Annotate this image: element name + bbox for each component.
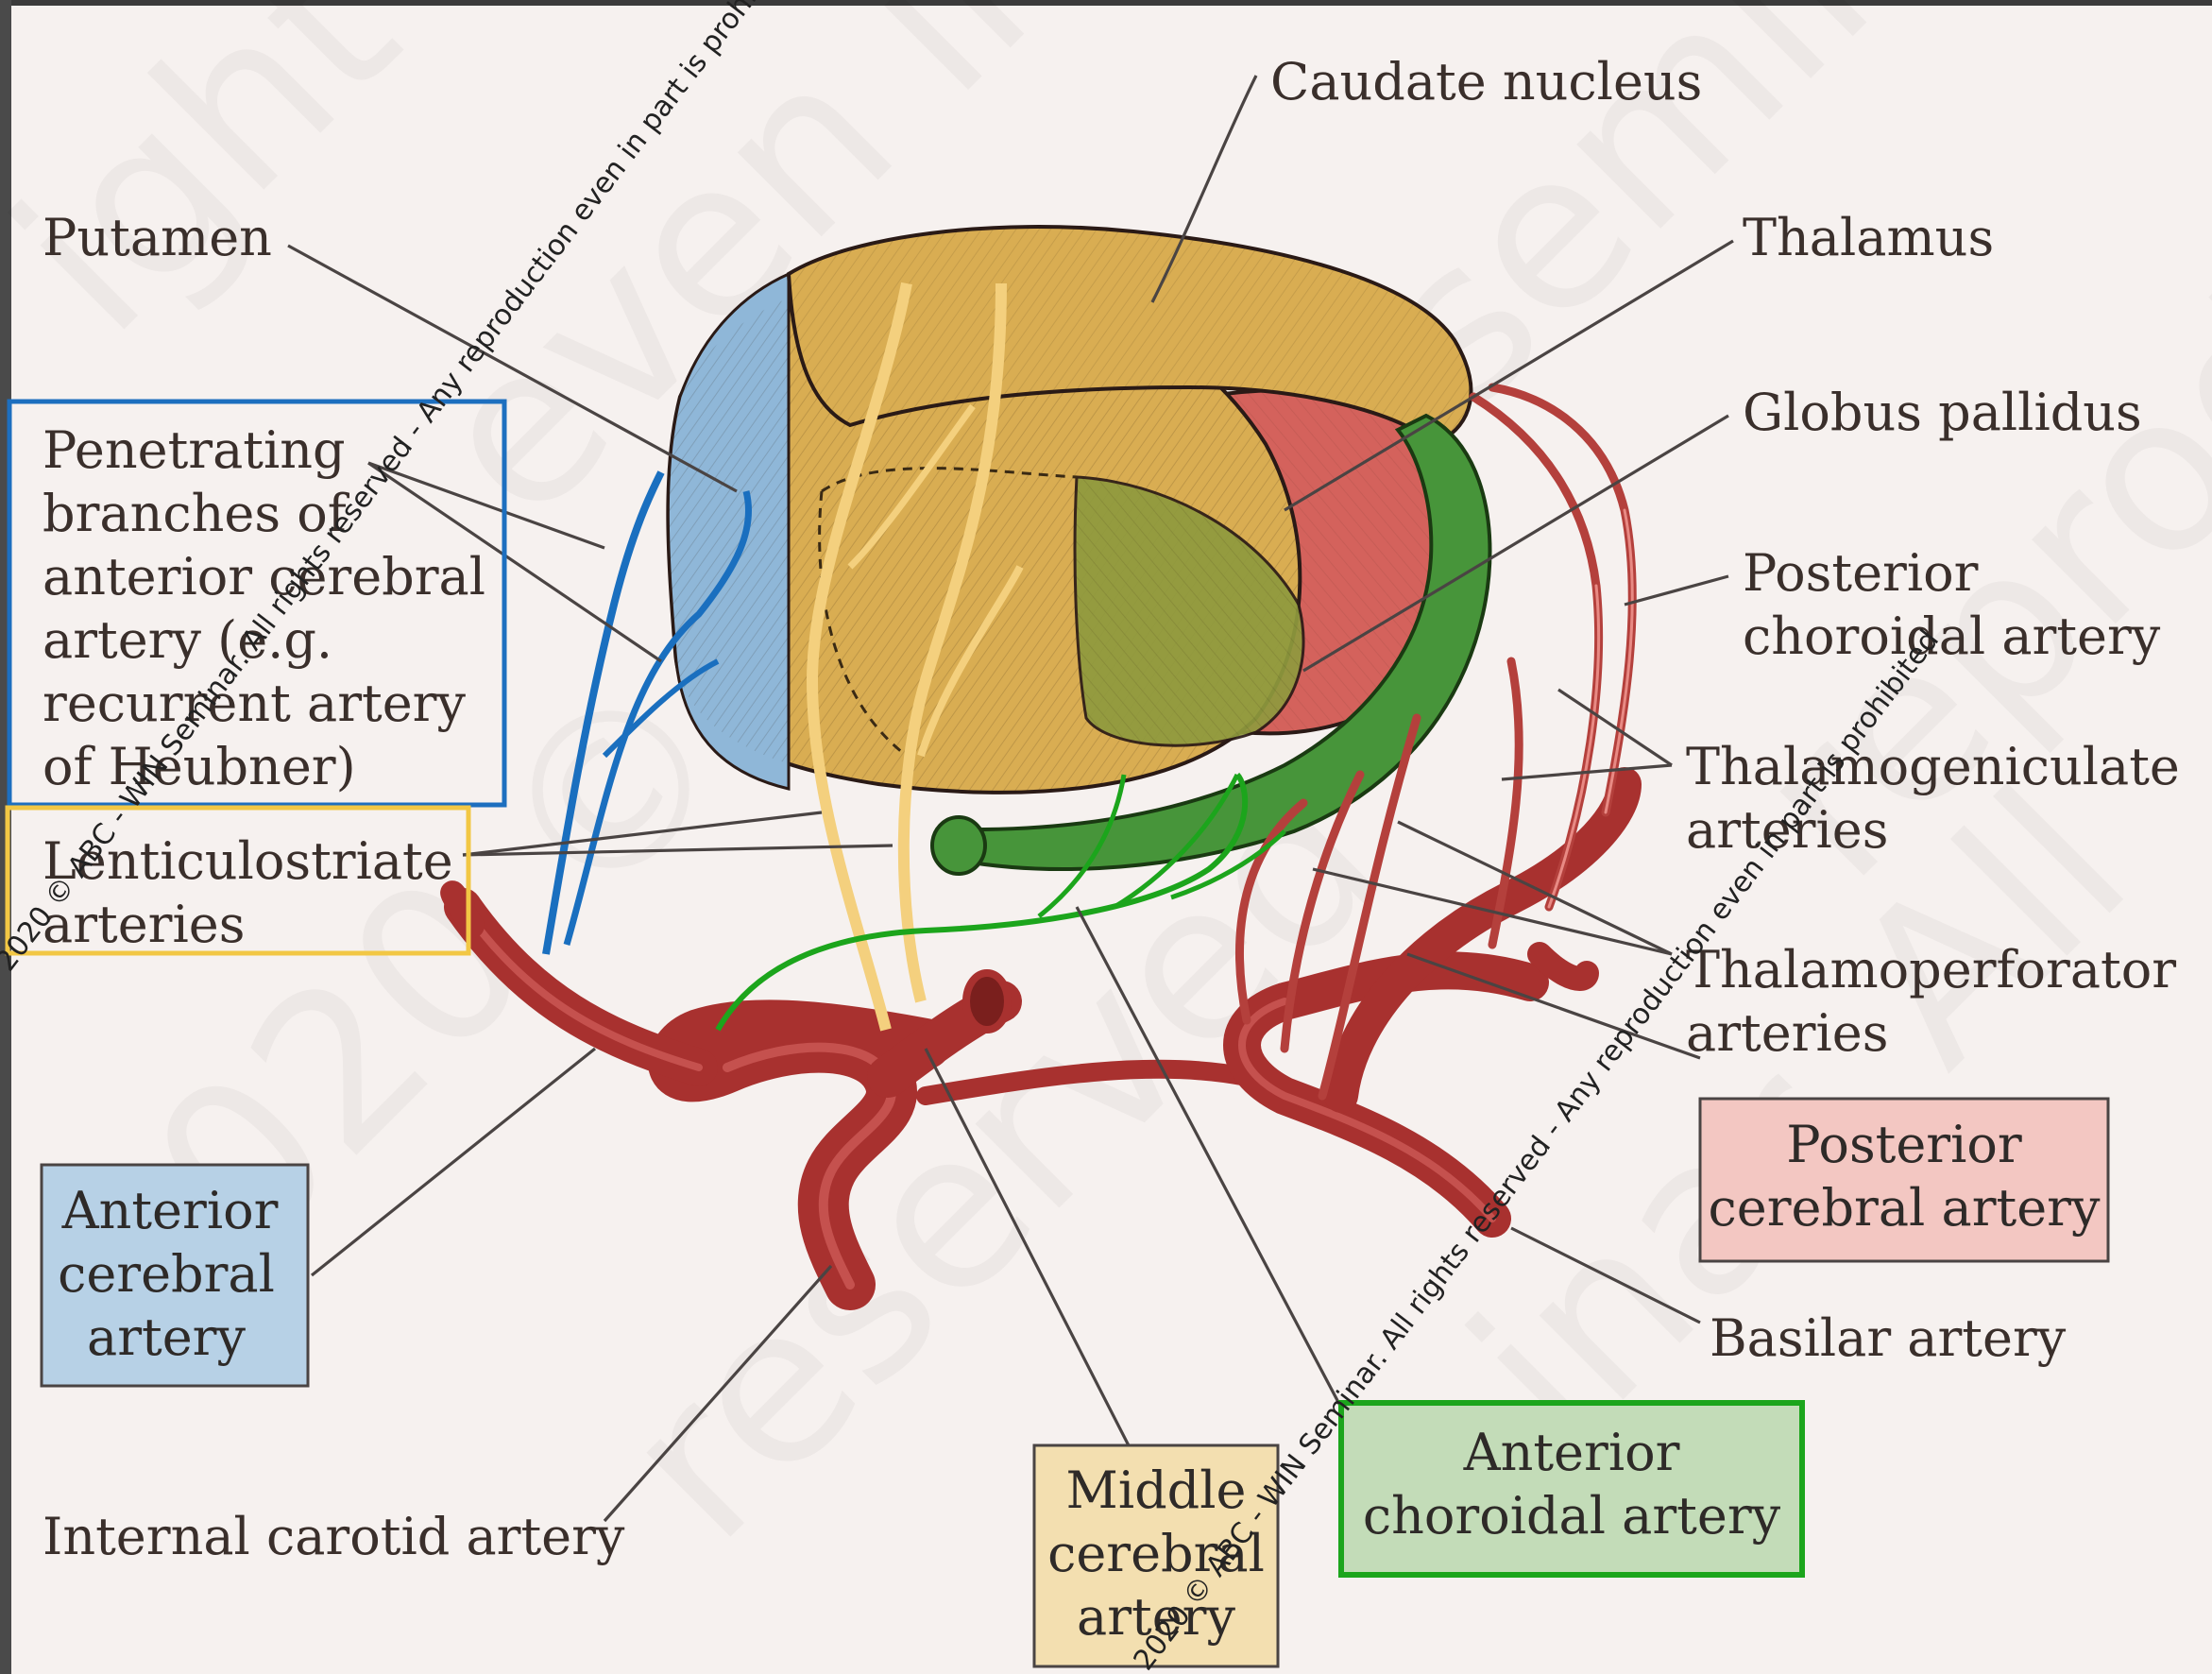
svg-text:Anterior: Anterior [61, 1181, 279, 1240]
label-globus-pallidus: Globus pallidus [1743, 383, 2142, 442]
svg-text:branches of: branches of [43, 484, 350, 543]
penetrating-branches-callout: Penetrating branches of anterior cerebra… [9, 401, 504, 805]
svg-text:Anterior: Anterior [1463, 1423, 1680, 1482]
label-thalamus: Thalamus [1743, 208, 1994, 267]
anterior-choroidal-artery-box: Anterior choroidal artery [1341, 1403, 1802, 1575]
svg-text:choroidal artery: choroidal artery [1743, 606, 2161, 666]
svg-text:artery: artery [87, 1307, 246, 1367]
svg-text:Thalamogeniculate: Thalamogeniculate [1686, 737, 2180, 796]
svg-text:anterior cerebral: anterior cerebral [43, 547, 485, 606]
svg-text:recurrent artery: recurrent artery [43, 674, 466, 733]
label-caudate-nucleus: Caudate nucleus [1270, 52, 1702, 111]
svg-text:Penetrating: Penetrating [43, 420, 346, 480]
label-internal-carotid: Internal carotid artery [43, 1507, 625, 1566]
svg-text:Posterior: Posterior [1743, 543, 1979, 603]
svg-text:Middle: Middle [1066, 1460, 1247, 1520]
svg-text:of Heubner): of Heubner) [43, 737, 356, 796]
basal-ganglia-illustration [668, 227, 1489, 874]
svg-text:choroidal artery: choroidal artery [1363, 1486, 1781, 1546]
svg-text:arteries: arteries [43, 895, 245, 954]
svg-text:Posterior: Posterior [1786, 1115, 2022, 1174]
svg-text:Thalamoperforator: Thalamoperforator [1686, 940, 2176, 999]
label-putamen: Putamen [43, 208, 272, 267]
svg-text:cerebral: cerebral [58, 1244, 275, 1304]
anterior-cerebral-artery-box: Anterior cerebral artery [42, 1165, 308, 1386]
svg-text:cerebral artery: cerebral artery [1709, 1178, 2101, 1238]
posterior-cerebral-artery-box: Posterior cerebral artery [1700, 1099, 2108, 1261]
label-basilar-artery: Basilar artery [1710, 1308, 2067, 1368]
svg-text:arteries: arteries [1686, 1003, 1888, 1063]
svg-text:ight: ight [0, 0, 444, 381]
